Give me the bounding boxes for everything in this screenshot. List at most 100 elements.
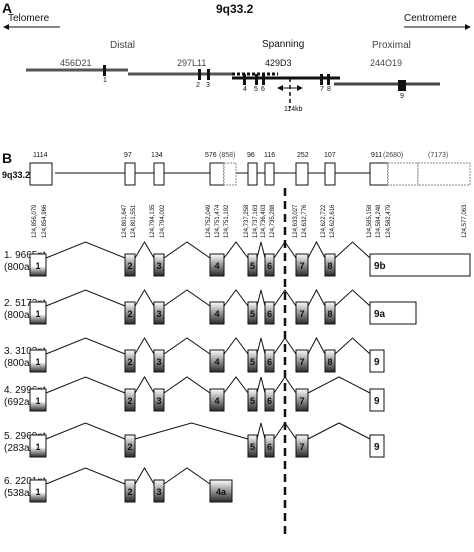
exon-label: 9b	[374, 261, 386, 272]
marker-7: 7	[320, 86, 324, 93]
exon-box	[247, 301, 258, 325]
intron-line	[256, 337, 266, 355]
intron-line	[163, 376, 211, 394]
exon-outline	[29, 301, 47, 325]
intron-line	[45, 422, 126, 440]
intron-line	[256, 289, 266, 307]
intron-line	[307, 240, 326, 259]
coordinate-label: 124,801,551	[131, 204, 137, 238]
intron-line	[334, 241, 371, 259]
exon-box	[324, 253, 336, 277]
intron-line	[223, 337, 249, 355]
coordinate-label: 124,622,722	[321, 204, 327, 238]
clone-244O19: 244O19	[370, 58, 403, 68]
intron-line	[134, 467, 155, 485]
intron-line	[273, 376, 297, 394]
transcript-label-6: 6. 2201nt(538aa)	[4, 476, 46, 499]
exon-size-6: 116	[264, 152, 276, 159]
marker-tick-7	[320, 74, 323, 85]
exon-shading	[30, 401, 46, 411]
exon-box	[209, 388, 225, 412]
marker-8: 8	[327, 86, 331, 93]
coordinate-label: 124,751,474	[215, 204, 221, 238]
exon-label: 1	[35, 442, 40, 452]
exon-box	[369, 349, 385, 373]
track-box-9a	[387, 162, 419, 186]
exon-label: 3	[156, 487, 161, 497]
marker-6: 6	[261, 86, 265, 93]
exon-label: 4	[214, 309, 219, 319]
exon-box	[124, 253, 136, 277]
transcript-label-5: 5. 2969nt(283aa)	[4, 431, 46, 454]
intron-line	[134, 289, 155, 307]
intron-line	[273, 337, 297, 355]
intron-line	[273, 241, 297, 259]
exon-label: 8	[327, 261, 332, 271]
clone-297L11: 297L11	[177, 58, 207, 68]
exon-box	[124, 349, 136, 373]
exon-box	[264, 301, 275, 325]
track-box-1	[29, 162, 53, 186]
exon-box	[295, 301, 309, 325]
exon-outline	[29, 253, 47, 277]
exon-box	[264, 434, 275, 458]
exon-box	[153, 349, 165, 373]
exon-size-9a: (2680)	[383, 152, 404, 159]
intron-line	[163, 289, 211, 307]
exon-label: 2	[127, 261, 132, 271]
exon-label: 9	[374, 396, 380, 407]
panel-a-letter: A	[2, 0, 13, 16]
centromere-label: Centromere	[404, 13, 457, 24]
marker-5: 5	[254, 86, 258, 93]
exon-box	[209, 349, 225, 373]
exon-outline	[29, 388, 47, 412]
exon-box	[153, 479, 165, 503]
intron-line	[256, 241, 266, 259]
coordinate-label: 124,737,163	[253, 204, 259, 238]
intron-line	[45, 241, 126, 259]
exon-box	[369, 301, 417, 325]
transcript-label-4: 4. 2996nt(692aa)	[4, 385, 46, 408]
transcript-label-3: 3. 3103nt(800aa)	[4, 346, 46, 369]
coordinate-label: 124,736,403	[261, 204, 267, 238]
track-box-6	[264, 162, 275, 186]
coordinate-label: 124,735,288	[270, 204, 276, 238]
coordinate-label: 124,801,647	[122, 204, 128, 238]
intron-line	[307, 336, 326, 355]
exon-label: 6	[267, 309, 272, 319]
track-box-4	[209, 162, 225, 186]
exon-box	[153, 388, 165, 412]
coordinate-label: 124,737,258	[244, 204, 250, 238]
exon-box	[324, 349, 336, 373]
track-box-4a	[223, 162, 237, 186]
telomere-label: Telomere	[8, 13, 50, 24]
marker-2: 2	[196, 82, 200, 89]
intron-line	[334, 289, 371, 307]
exon-size-4: 576	[205, 152, 217, 159]
exon-size-9b: (7173)	[428, 152, 449, 159]
clone-456D21: 456D21	[60, 58, 92, 68]
exon-box	[209, 253, 225, 277]
exon-label: 2	[127, 309, 132, 319]
exon-outline	[29, 349, 47, 373]
exon-label: 7	[299, 357, 304, 367]
intron-line	[134, 422, 249, 440]
exon-label: 5	[250, 357, 255, 367]
transcript-label-1: 1. 9665nt(800aa)	[4, 250, 46, 273]
marker-tick-5	[255, 74, 258, 85]
region-distal: Distal	[110, 40, 136, 51]
intron-line	[273, 422, 297, 440]
exon-label: 7	[299, 261, 304, 271]
exon-label: 6	[267, 357, 272, 367]
region-proximal: Proximal	[372, 40, 411, 51]
intron-line	[163, 241, 211, 259]
exon-label: 9	[374, 442, 380, 453]
exon-label: 6	[267, 396, 272, 406]
coordinate-label: 124,751,192	[224, 204, 230, 238]
exon-box	[247, 388, 258, 412]
exon-label: 1	[35, 261, 40, 271]
exon-label: 8	[327, 357, 332, 367]
exon-outline	[29, 479, 47, 503]
